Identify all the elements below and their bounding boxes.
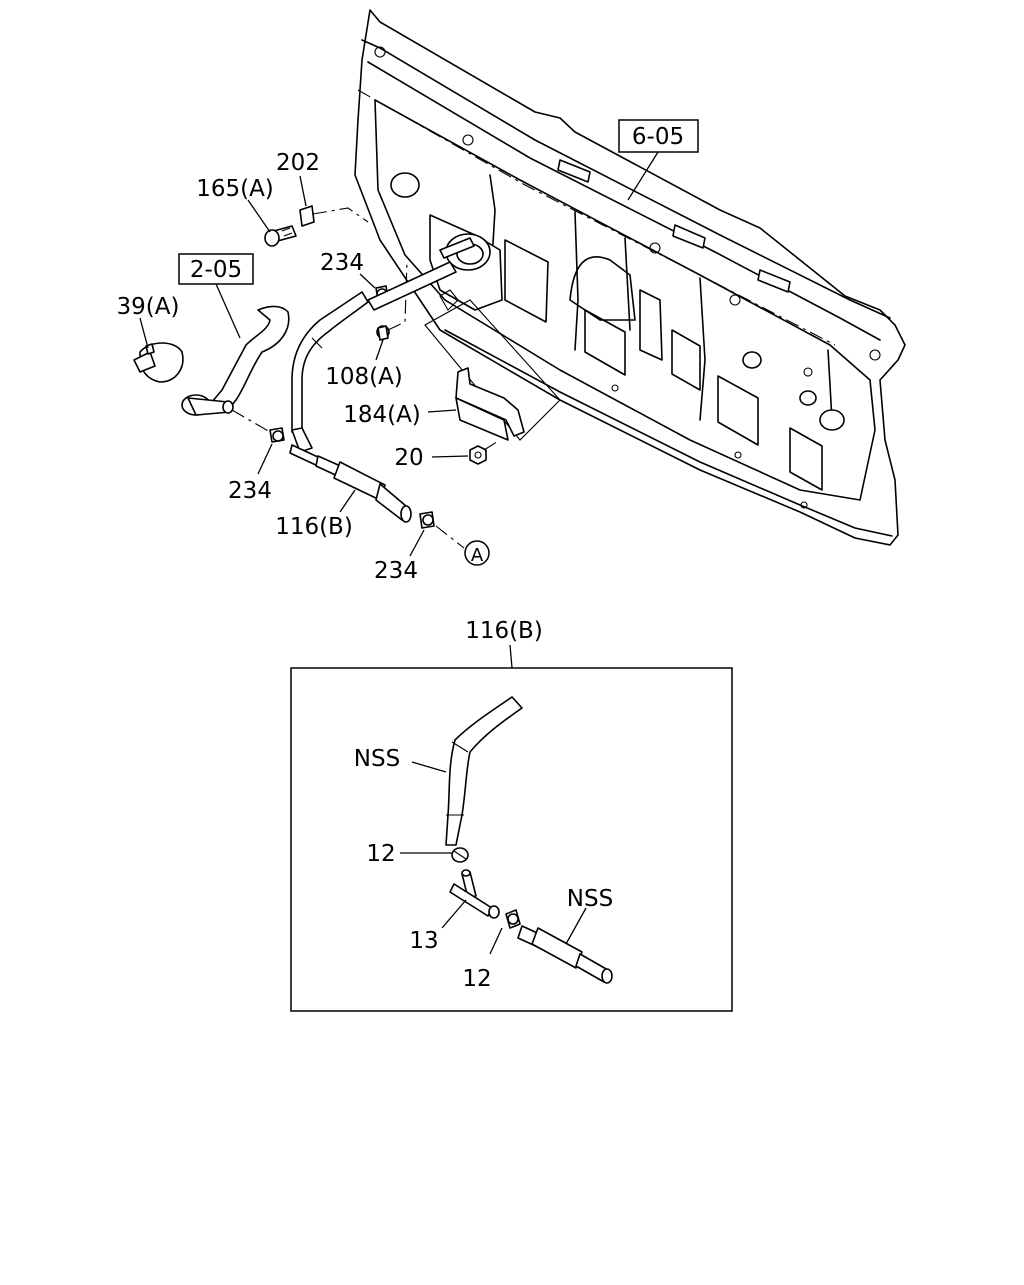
label-234-bottom: 234 bbox=[374, 558, 418, 584]
part-39a-clamp: 39(A) bbox=[117, 294, 184, 383]
detail-title: 116(B) bbox=[465, 618, 543, 644]
part-234-clip-left: 234 bbox=[228, 409, 285, 504]
ref-6-05: 6-05 bbox=[618, 119, 699, 201]
part-165a-bolt: 165(A) bbox=[196, 176, 297, 247]
label-108a: 108(A) bbox=[325, 364, 403, 390]
part-20-nut: 20 bbox=[394, 439, 501, 471]
label-202: 202 bbox=[276, 150, 320, 176]
part-234-clip-bottom: 234 A bbox=[374, 511, 490, 584]
ref-a-marker: A bbox=[471, 545, 484, 566]
label-165a: 165(A) bbox=[196, 176, 274, 202]
label-20: 20 bbox=[394, 445, 423, 471]
detail-nss-pipe: NSS bbox=[517, 886, 613, 984]
detail-view-116b: 116(B) NSS 12 13 bbox=[290, 618, 733, 1012]
part-2-05-hose: 2-05 bbox=[178, 253, 290, 416]
label-234-left: 234 bbox=[228, 478, 272, 504]
ref-6-05-label: 6-05 bbox=[632, 124, 684, 150]
label-nss-pipe: NSS bbox=[567, 886, 613, 912]
label-116b: 116(B) bbox=[275, 514, 353, 540]
label-12-lower: 12 bbox=[462, 966, 491, 992]
label-184a: 184(A) bbox=[343, 402, 421, 428]
label-39a: 39(A) bbox=[117, 294, 180, 320]
ref-2-05-label: 2-05 bbox=[190, 257, 242, 283]
part-116b-pipe: 116(B) bbox=[275, 444, 412, 540]
heater-pipe bbox=[367, 237, 475, 311]
heater-hose bbox=[291, 291, 369, 453]
part-108a: 108(A) bbox=[325, 261, 408, 390]
label-13: 13 bbox=[409, 928, 438, 954]
dash-panel bbox=[354, 9, 906, 546]
label-nss-hose: NSS bbox=[354, 746, 400, 772]
label-12-upper: 12 bbox=[366, 841, 395, 867]
label-234-top: 234 bbox=[320, 250, 364, 276]
detail-nss-hose: NSS bbox=[354, 696, 523, 846]
part-202-washer: 202 bbox=[276, 150, 369, 227]
detail-part-12-lower: 12 bbox=[462, 909, 521, 992]
part-184a-bracket: 184(A) bbox=[343, 289, 561, 441]
detail-part-13-tee: 13 bbox=[409, 869, 500, 954]
detail-part-12-upper: 12 bbox=[366, 841, 469, 867]
